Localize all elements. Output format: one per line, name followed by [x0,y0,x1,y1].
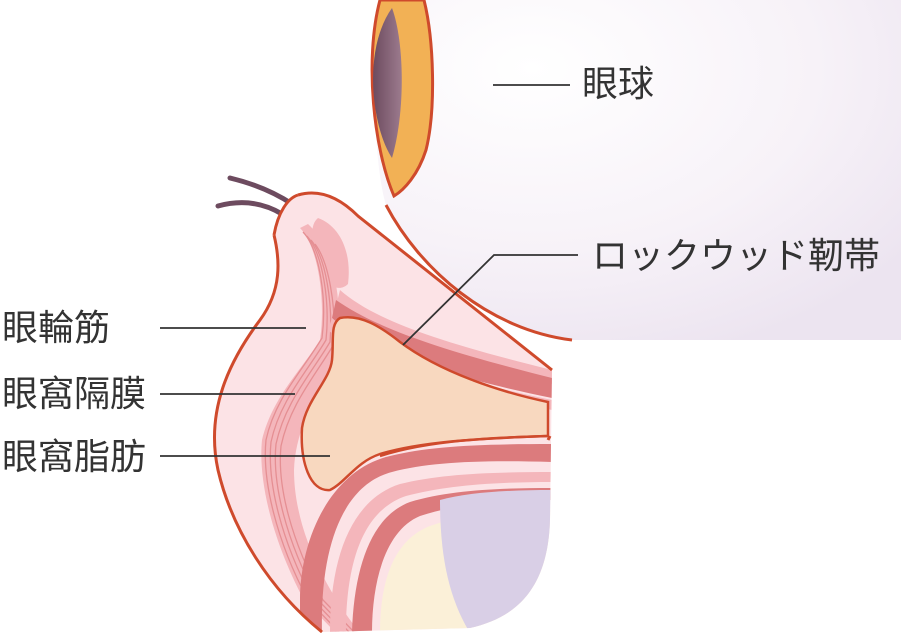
label-lockwood-ligament: ロックウッド靭帯 [592,236,881,277]
label-eyeball: 眼球 [582,64,655,105]
leader-lines [160,84,578,457]
label-orbital-fat: 眼窩脂肪 [2,437,147,478]
orbicularis-fibers [264,231,356,632]
eyeball [374,0,901,342]
leader-lockwood [402,254,578,346]
eyelid-cross-section [213,191,553,633]
label-orbicularis-muscle: 眼輪筋 [2,308,111,349]
cornea [370,0,435,199]
label-orbital-septum: 眼窩隔膜 [2,374,147,415]
orbital-fat [300,315,550,492]
eyelashes [215,175,295,217]
